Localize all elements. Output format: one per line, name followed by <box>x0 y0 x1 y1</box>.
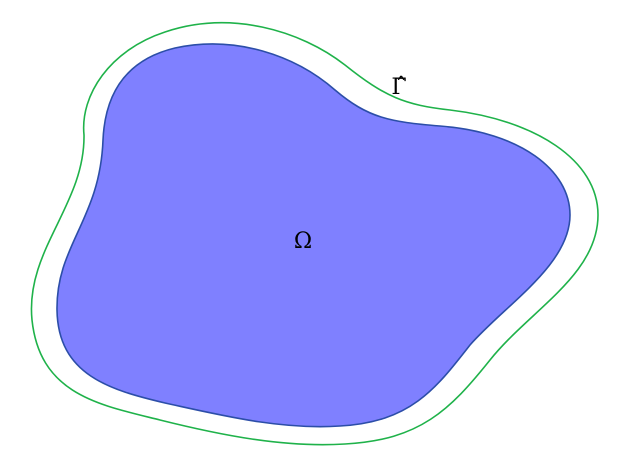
domain-label: Ω <box>294 229 312 254</box>
domain-region <box>56 43 571 428</box>
boundary-label: Γ̂ <box>391 75 406 100</box>
boundary-curve <box>30 22 599 446</box>
